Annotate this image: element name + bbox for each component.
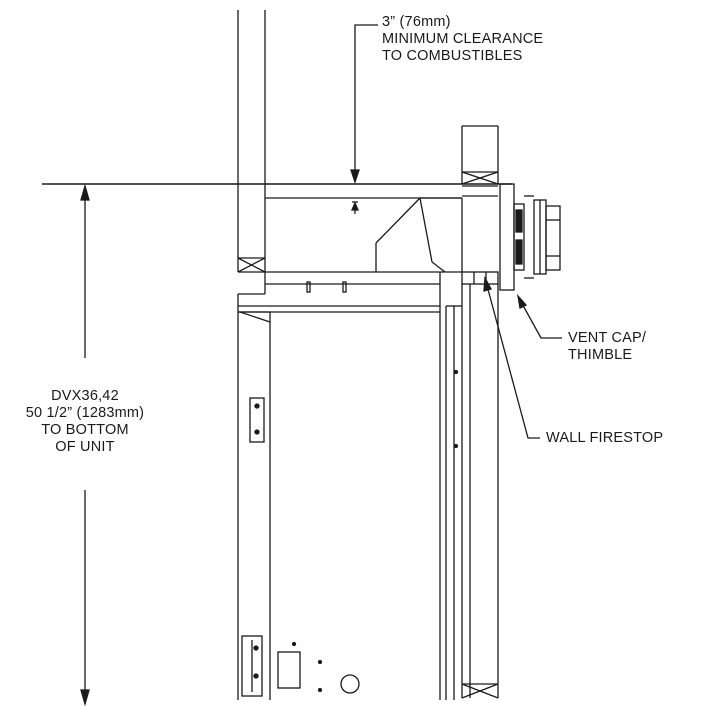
dimension-line-2: 50 1/2” (1283mm) xyxy=(25,405,145,421)
clearance-line-3: TO COMBUSTIBLES xyxy=(382,48,523,64)
dimension-line-1: DVX36,42 xyxy=(51,388,119,404)
dimension-line-4: OF UNIT xyxy=(55,439,115,455)
firestop xyxy=(461,185,499,285)
fireplace-unit xyxy=(237,305,462,700)
clearance-leader xyxy=(350,24,378,214)
vent-cap xyxy=(499,183,561,291)
clearance-line-2: MINIMUM CLEARANCE xyxy=(382,31,544,47)
vent-cap-line-2: THIMBLE xyxy=(568,347,633,363)
vent-cap-leader xyxy=(516,293,562,339)
dimension-label: DVX36,42 50 1/2” (1283mm) TO BOTTOM OF U… xyxy=(10,388,160,456)
vent-elbow xyxy=(375,197,463,273)
vent-cap-label: VENT CAP/ THIMBLE xyxy=(568,330,646,364)
dimension-arrow xyxy=(80,183,90,706)
clearance-label: 3” (76mm) MINIMUM CLEARANCE TO COMBUSTIB… xyxy=(382,14,543,65)
vent-pipe xyxy=(237,197,462,306)
dimension-line-3: TO BOTTOM xyxy=(41,422,129,438)
upper-framing-stud xyxy=(237,10,266,273)
clearance-line-1: 3” (76mm) xyxy=(382,14,451,30)
outer-wall-framing xyxy=(461,125,499,699)
wall-firestop-label: WALL FIRESTOP xyxy=(546,430,664,446)
vent-cap-line-1: VENT CAP/ xyxy=(568,330,647,346)
firestop-leader xyxy=(483,275,540,439)
